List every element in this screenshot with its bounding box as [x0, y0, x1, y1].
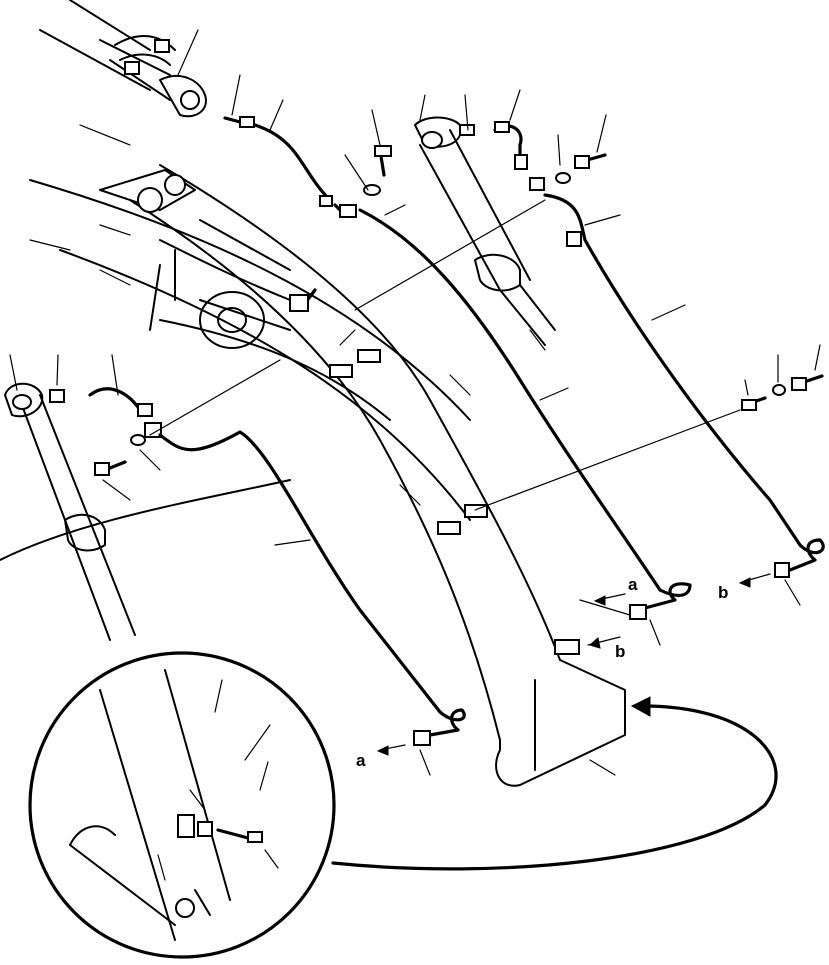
right-bolt-group	[741, 374, 824, 411]
right-pipe	[543, 193, 825, 578]
callout-leaders	[9, 29, 821, 776]
left-fittings	[49, 387, 162, 476]
center-pipe	[289, 208, 692, 620]
detail-connector	[331, 696, 778, 871]
left-cylinder	[4, 382, 136, 641]
label-b-right: b	[718, 583, 728, 602]
right-fittings	[459, 121, 607, 191]
clamps	[329, 349, 580, 655]
label-a-right: a	[628, 575, 638, 594]
label-b-center: b	[615, 642, 625, 661]
frame-outline	[0, 0, 471, 561]
upper-cylinder	[99, 34, 207, 118]
left-pipe	[158, 430, 466, 746]
center-arm	[99, 164, 626, 787]
label-a-left: a	[356, 751, 366, 770]
top-fittings	[223, 116, 392, 218]
right-cylinder	[414, 116, 556, 346]
arrows	[376, 573, 771, 756]
detail-view	[28, 651, 336, 959]
mounting-plate	[199, 291, 291, 349]
leader-lines	[149, 199, 741, 616]
